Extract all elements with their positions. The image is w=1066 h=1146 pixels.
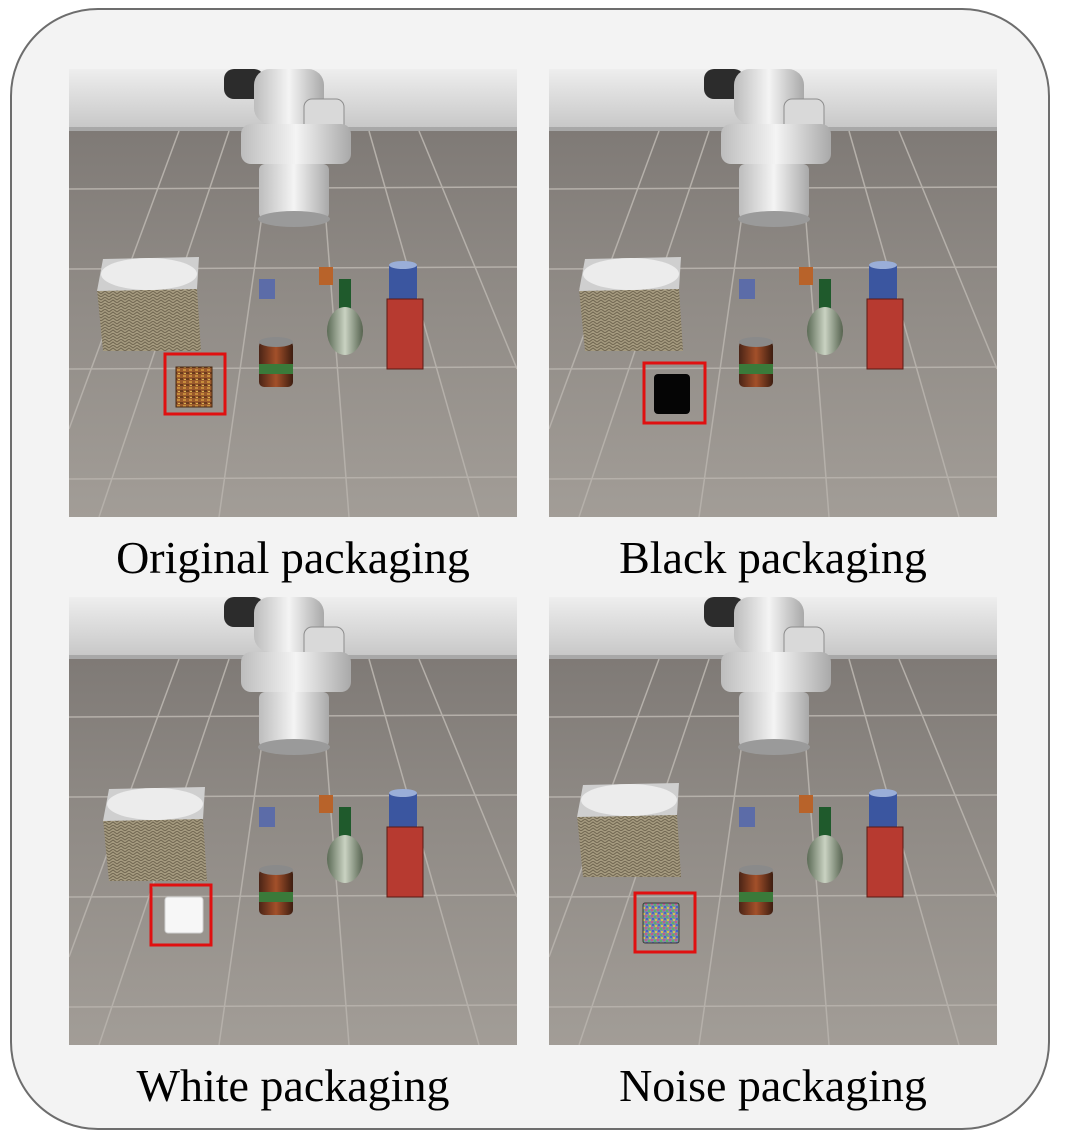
cereal-box	[866, 826, 904, 898]
simulation-scene	[69, 597, 517, 1045]
robot-gripper	[224, 69, 351, 227]
can-soup	[739, 337, 773, 387]
can-blue	[389, 789, 417, 831]
floor	[549, 131, 997, 517]
floor	[549, 659, 997, 1045]
small-box-blue	[739, 807, 755, 827]
robot-gripper	[704, 69, 831, 227]
scene-panel-noise	[549, 597, 997, 1045]
small-box-orange	[799, 267, 813, 285]
small-box-orange	[319, 267, 333, 285]
robot-gripper	[224, 597, 351, 755]
robot-gripper	[704, 597, 831, 755]
simulation-scene	[549, 69, 997, 517]
can-soup	[259, 337, 293, 387]
small-box-blue	[259, 807, 275, 827]
basket	[577, 783, 681, 877]
panel-caption-white: White packaging	[136, 1060, 450, 1111]
simulation-scene	[69, 69, 517, 517]
small-box-blue	[259, 279, 275, 299]
floor	[69, 659, 517, 1045]
cereal-box	[866, 298, 904, 370]
can-blue	[389, 261, 417, 303]
highlight-box	[633, 891, 697, 954]
small-box-blue	[739, 279, 755, 299]
simulation-scene	[549, 597, 997, 1045]
bottle	[327, 807, 363, 883]
target-package	[642, 902, 680, 944]
cereal-box	[386, 298, 424, 370]
basket	[97, 257, 201, 351]
bottle	[807, 807, 843, 883]
panel-caption-black: Black packaging	[619, 532, 927, 583]
target-package	[654, 374, 690, 414]
highlight-box	[149, 883, 213, 947]
highlight-box	[642, 361, 707, 425]
scene-panel-black	[549, 69, 997, 517]
basket	[579, 257, 683, 351]
can-blue	[869, 261, 897, 303]
cereal-box	[386, 826, 424, 898]
can-soup	[259, 865, 293, 915]
panel-caption-noise: Noise packaging	[619, 1060, 927, 1111]
small-box-orange	[799, 795, 813, 813]
target-package	[175, 366, 213, 408]
highlight-box	[163, 352, 227, 416]
scene-panel-original	[69, 69, 517, 517]
floor	[69, 131, 517, 517]
panel-caption-original: Original packaging	[116, 532, 470, 583]
bottle	[327, 279, 363, 355]
target-package	[164, 896, 204, 934]
can-soup	[739, 865, 773, 915]
small-box-orange	[319, 795, 333, 813]
can-blue	[869, 789, 897, 831]
bottle	[807, 279, 843, 355]
basket	[103, 787, 207, 881]
scene-panel-white	[69, 597, 517, 1045]
